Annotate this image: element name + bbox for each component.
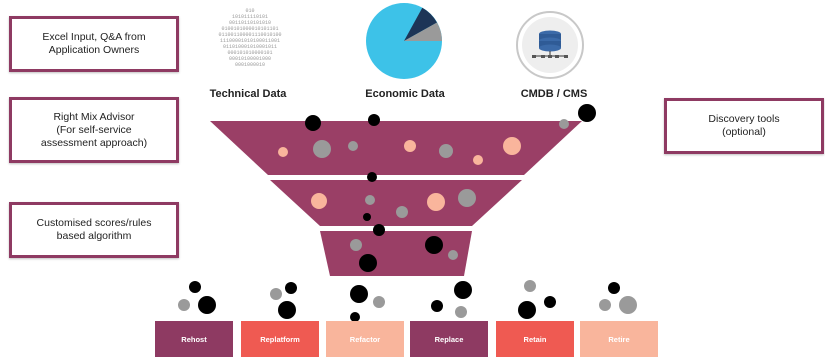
funnel-top-tier xyxy=(210,121,582,175)
binary-line: 00010100001000 xyxy=(229,56,271,62)
binary-line: 101011110101 xyxy=(232,14,268,20)
decorative-dot xyxy=(427,193,445,211)
pie-dark-slice xyxy=(404,7,437,41)
decorative-dot xyxy=(439,144,453,158)
database-icon xyxy=(516,11,584,79)
decorative-dot xyxy=(350,312,360,322)
decorative-dot xyxy=(455,306,467,318)
outcome-retain: Retain xyxy=(496,321,574,357)
decorative-dot xyxy=(559,119,569,129)
decorative-dot xyxy=(270,288,282,300)
decorative-dot xyxy=(578,104,596,122)
decorative-dot xyxy=(350,239,362,251)
binary-line: 0001000010 xyxy=(235,62,265,68)
decorative-dot xyxy=(425,236,443,254)
decorative-dot xyxy=(608,282,620,294)
decorative-dot xyxy=(373,224,385,236)
decorative-dot xyxy=(373,296,385,308)
binary-line: 000101010000101 xyxy=(227,50,272,56)
decorative-dot xyxy=(278,147,288,157)
binary-line: 011001100001110010100 xyxy=(218,32,281,38)
outcome-replatform: Replatform xyxy=(241,321,319,357)
decorative-dot xyxy=(363,213,371,221)
decorative-dot xyxy=(396,206,408,218)
decorative-dot xyxy=(518,301,536,319)
decorative-dot xyxy=(278,301,296,319)
decorative-dot xyxy=(311,193,327,209)
decorative-dot xyxy=(198,296,216,314)
technical-data-label: Technical Data xyxy=(209,88,287,100)
decorative-dot xyxy=(599,299,611,311)
decorative-dot xyxy=(404,140,416,152)
cmdb-cms-label: CMDB / CMS xyxy=(520,88,588,100)
outcome-refactor: Refactor xyxy=(326,321,404,357)
funnel-middle-tier xyxy=(270,180,522,226)
decorative-dot xyxy=(313,140,331,158)
binary-data-icon: 0101010111101010011011010101001001010000… xyxy=(218,8,281,68)
binary-line: 0100101000010101101 xyxy=(221,26,278,32)
decorative-dot xyxy=(285,282,297,294)
decorative-dot xyxy=(178,299,190,311)
decorative-dot xyxy=(458,189,476,207)
binary-line: 00110110101010 xyxy=(229,20,271,26)
economic-data-label: Economic Data xyxy=(365,88,445,100)
discovery-tools-box: Discovery tools (optional) xyxy=(664,98,824,154)
decorative-dot xyxy=(431,300,443,312)
decorative-dot xyxy=(524,280,536,292)
decorative-dot xyxy=(544,296,556,308)
decorative-dot xyxy=(503,137,521,155)
pie-grey-slice xyxy=(404,22,442,41)
outcome-retire: Retire xyxy=(580,321,658,357)
funnel-dots xyxy=(178,104,637,322)
decorative-dot xyxy=(368,114,380,126)
binary-line: 11100001010100011001 xyxy=(220,38,280,44)
customised-scores-box: Customised scores/rules based algorithm xyxy=(9,202,179,258)
excel-input-box: Excel Input, Q&A from Application Owners xyxy=(9,16,179,72)
decorative-dot xyxy=(365,195,375,205)
decorative-dot xyxy=(348,141,358,151)
binary-line: 010 xyxy=(245,8,254,14)
decorative-dot xyxy=(189,281,201,293)
decorative-dot xyxy=(350,285,368,303)
decorative-dot xyxy=(367,172,377,182)
binary-line: 011010001010001011 xyxy=(223,44,277,50)
outcome-replace: Replace xyxy=(410,321,488,357)
decorative-dot xyxy=(448,250,458,260)
outcome-rehost: Rehost xyxy=(155,321,233,357)
decorative-dot xyxy=(359,254,377,272)
decorative-dot xyxy=(473,155,483,165)
decorative-dot xyxy=(454,281,472,299)
decorative-dot xyxy=(305,115,321,131)
decorative-dot xyxy=(619,296,637,314)
right-mix-advisor-box: Right Mix Advisor (For self-service asse… xyxy=(9,97,179,163)
pie-chart-icon xyxy=(366,3,442,79)
